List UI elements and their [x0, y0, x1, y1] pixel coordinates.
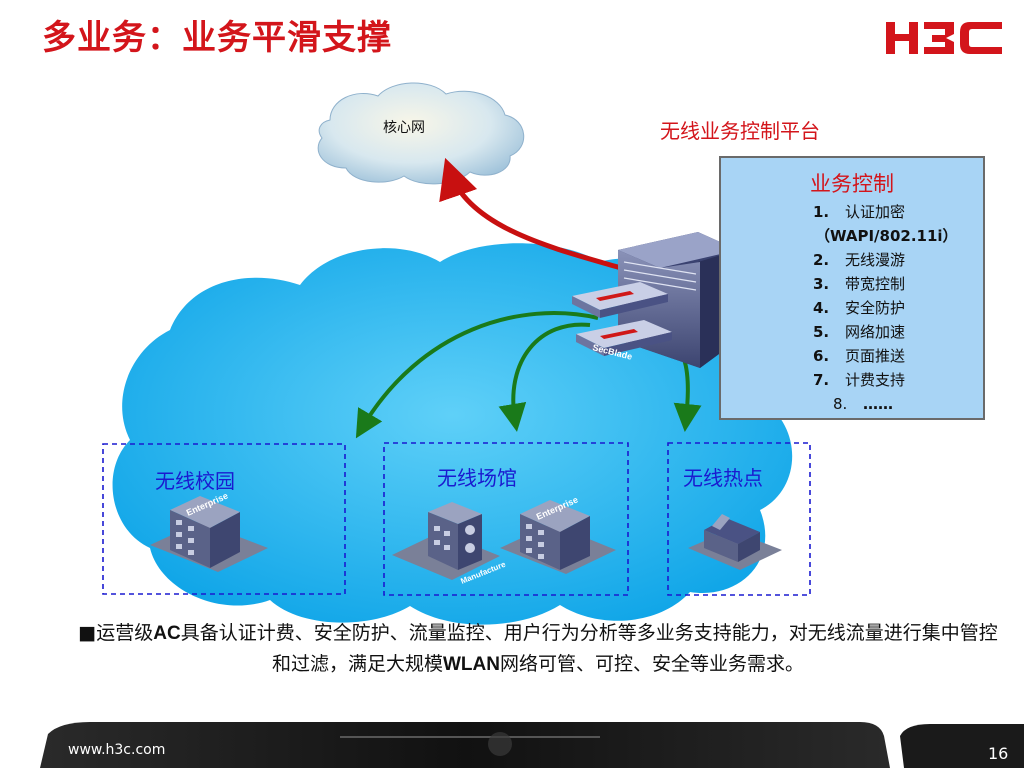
- summary-text: ■运营级AC具备认证计费、安全防护、流量监控、用户行为分析等多业务支持能力，对无…: [78, 622, 998, 675]
- list-item: （WAPI/802.11i）: [815, 227, 958, 245]
- service-control-list: 1.认证加密 （WAPI/802.11i） 2.无线漫游 3.带宽控制 4.安全…: [813, 200, 958, 416]
- footer-url[interactable]: www.h3c.com: [68, 742, 166, 758]
- page-number: 16: [988, 744, 1009, 763]
- venue-zone: [383, 442, 629, 596]
- h3c-logo: [886, 22, 1002, 54]
- platform-title: 无线业务控制平台: [660, 119, 820, 143]
- footer-bar: [40, 722, 1024, 768]
- service-control-panel: 业务控制 1.认证加密 （WAPI/802.11i） 2.无线漫游 3.带宽控制…: [719, 156, 985, 420]
- campus-link-arrow: [355, 311, 599, 439]
- zone-label-hotspot: 无线热点: [683, 466, 763, 490]
- enterprise-building-campus: [150, 496, 268, 572]
- zone-label-venue: 无线场馆: [437, 466, 517, 490]
- enterprise-building-venue: [500, 500, 616, 574]
- list-item: 7.计费支持: [813, 371, 906, 389]
- page-title: 多业务：业务平滑支撑: [42, 18, 392, 58]
- panel-heading: 业务控制: [810, 172, 894, 196]
- zone-label-campus: 无线校园: [155, 469, 235, 493]
- list-item: 6.页面推送: [813, 347, 906, 365]
- list-item: 5.网络加速: [813, 323, 906, 341]
- venue-link-arrow: [498, 322, 591, 432]
- bullet-icon: ■: [78, 622, 97, 644]
- list-item: 3.带宽控制: [813, 275, 906, 293]
- campus-zone: [102, 443, 346, 595]
- ac-chassis-device: [572, 232, 738, 368]
- manufacture-building-venue: [392, 502, 500, 580]
- list-item: 8.……: [833, 395, 893, 413]
- list-item: 1.认证加密: [813, 203, 906, 221]
- hotspot-house: [688, 514, 782, 570]
- list-item: 2.无线漫游: [813, 251, 906, 269]
- uplink-arrow: [439, 157, 629, 273]
- list-item: 4.安全防护: [813, 299, 906, 317]
- core-network-label: 核心网: [383, 120, 425, 136]
- hotspot-zone: [667, 442, 811, 596]
